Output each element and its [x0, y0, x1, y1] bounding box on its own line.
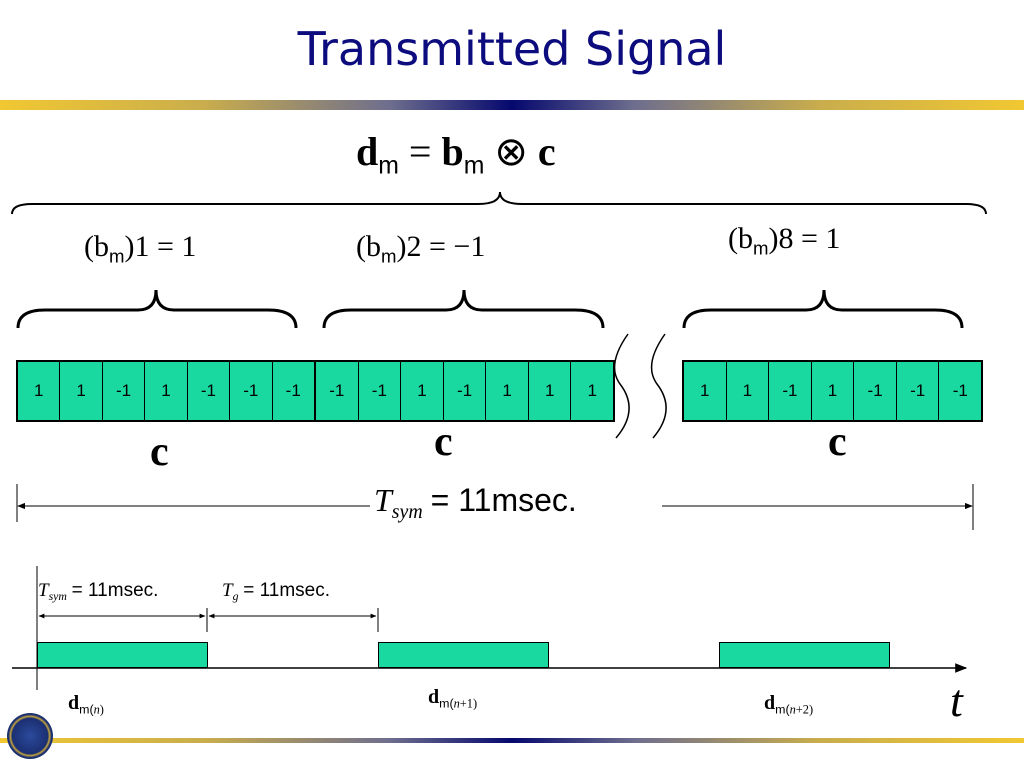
chip-cell: 1: [587, 381, 597, 400]
chip-cell: 1: [401, 362, 444, 420]
time-axis-t: t: [950, 675, 963, 726]
timeline-tsym-T: T: [38, 580, 49, 601]
eq-c: c: [537, 129, 556, 174]
pulse-label-n1-var: n: [453, 696, 460, 711]
chip-cell: -1: [316, 362, 359, 420]
group-label-8: (bm)8 = 1: [728, 222, 840, 260]
pulse-label-n-close: ): [99, 702, 104, 717]
group-label-1-m: m: [109, 245, 125, 267]
break-mark-left: [613, 333, 630, 439]
chip-cell: -1: [769, 362, 812, 420]
timeline-tg-sub: g: [232, 590, 239, 604]
eq-kron: ⊗: [494, 129, 528, 174]
pulse-label-n1-close: +1): [459, 696, 478, 711]
chip-sequence-1: 1 1 -1 1 -1 -1 -1: [16, 360, 316, 422]
eq-b-sub: m: [463, 152, 485, 180]
group-label-2: (bm)2 = −1: [356, 230, 485, 268]
timeline-tg-label: Tg = 11msec.: [222, 580, 330, 604]
tsym-main-sub: sym: [391, 500, 423, 523]
timeline-tg-T: T: [222, 580, 233, 601]
break-mark-right: [650, 333, 667, 439]
pulse-label-n: dm(n): [68, 692, 104, 717]
group-label-2-idx: )2: [396, 230, 422, 263]
timeline-tsym-sub: sym: [48, 590, 67, 604]
top-divider: [0, 100, 1024, 110]
code-label-8: c: [828, 419, 847, 465]
group-label-8-b: (b: [728, 222, 753, 255]
timeline-tsym-label: Tsym = 11msec.: [38, 580, 158, 604]
brace-top: [11, 191, 987, 215]
pulse-label-n1-sub: m(: [439, 696, 454, 711]
group-label-2-val: = −1: [429, 230, 486, 263]
pulse-label-n-plus-2: dm(n+2): [764, 692, 813, 717]
time-axis-label: t: [950, 674, 963, 727]
chip-cell: 1: [684, 362, 727, 420]
pulse-label-n2-close: +2): [795, 702, 814, 717]
pulse-label-n2-d: d: [764, 692, 776, 714]
brace-group-2: [322, 289, 605, 329]
code-label-1: c: [150, 429, 169, 475]
chip-cell: 1: [812, 362, 855, 420]
group-label-1-val: = 1: [157, 230, 197, 263]
brace-group-1: [16, 289, 298, 329]
timeline-tg-value: = 11msec.: [243, 580, 330, 601]
chip-cell: -1: [444, 362, 487, 420]
chip-cell: -1: [230, 362, 273, 420]
group-label-8-idx: )8: [768, 222, 794, 255]
eq-b: b: [441, 129, 464, 174]
chip-cell: -1: [359, 362, 402, 420]
tsym-main-value: = 11msec.: [430, 482, 577, 518]
chip-cell: -1: [188, 362, 231, 420]
chip-cell: -1: [103, 362, 146, 420]
chip-cell: -1: [952, 381, 968, 400]
main-equation: dm = bm ⊗ c: [356, 128, 556, 181]
pulse-label-n-sub: m(: [79, 702, 94, 717]
chip-cell: 1: [145, 362, 188, 420]
group-label-2-m: m: [381, 245, 397, 267]
eq-d: d: [356, 129, 379, 174]
tsym-main-T: T: [374, 482, 392, 518]
pulse-n-plus-2: [719, 642, 890, 668]
pulse-label-n2-var: n: [789, 702, 796, 717]
eq-equals: =: [408, 129, 432, 174]
chip-cell: 1: [60, 362, 103, 420]
code-label-2: c: [434, 419, 453, 465]
brace-group-8: [682, 289, 964, 329]
group-label-8-m: m: [753, 237, 769, 259]
pulse-label-n-plus-1: dm(n+1): [428, 686, 477, 711]
pulse-label-n-var: n: [93, 702, 100, 717]
chip-cell: -1: [854, 362, 897, 420]
pulse-label-n1-d: d: [428, 686, 440, 708]
chip-cell: 1: [727, 362, 770, 420]
chip-cell: 1: [529, 362, 572, 420]
bottom-divider: [0, 738, 1024, 743]
group-label-1-b: (b: [84, 230, 109, 263]
slide-title: Transmitted Signal: [297, 22, 727, 76]
chip-sequence-8: 1 1 -1 1 -1 -1 -1: [682, 360, 983, 422]
group-label-1-idx: )1: [124, 230, 150, 263]
eq-d-sub: m: [378, 152, 399, 180]
timeline-tsym-value: = 11msec.: [71, 580, 159, 601]
chip-cell: -1: [897, 362, 940, 420]
tsym-main-label: Tsym = 11msec.: [374, 482, 577, 524]
group-label-8-val: = 1: [801, 222, 841, 255]
chip-cell: 1: [486, 362, 529, 420]
pulse-label-n-d: d: [68, 692, 80, 714]
chip-cell: 1: [18, 362, 61, 420]
group-label-2-b: (b: [356, 230, 381, 263]
chip-sequence-2: -1 -1 1 -1 1 1 1: [314, 360, 615, 422]
pulse-label-n2-sub: m(: [775, 702, 790, 717]
group-label-1: (bm)1 = 1: [84, 230, 196, 268]
university-seal-icon: [7, 713, 53, 759]
pulse-n: [37, 642, 208, 668]
chip-cell: -1: [285, 381, 301, 400]
